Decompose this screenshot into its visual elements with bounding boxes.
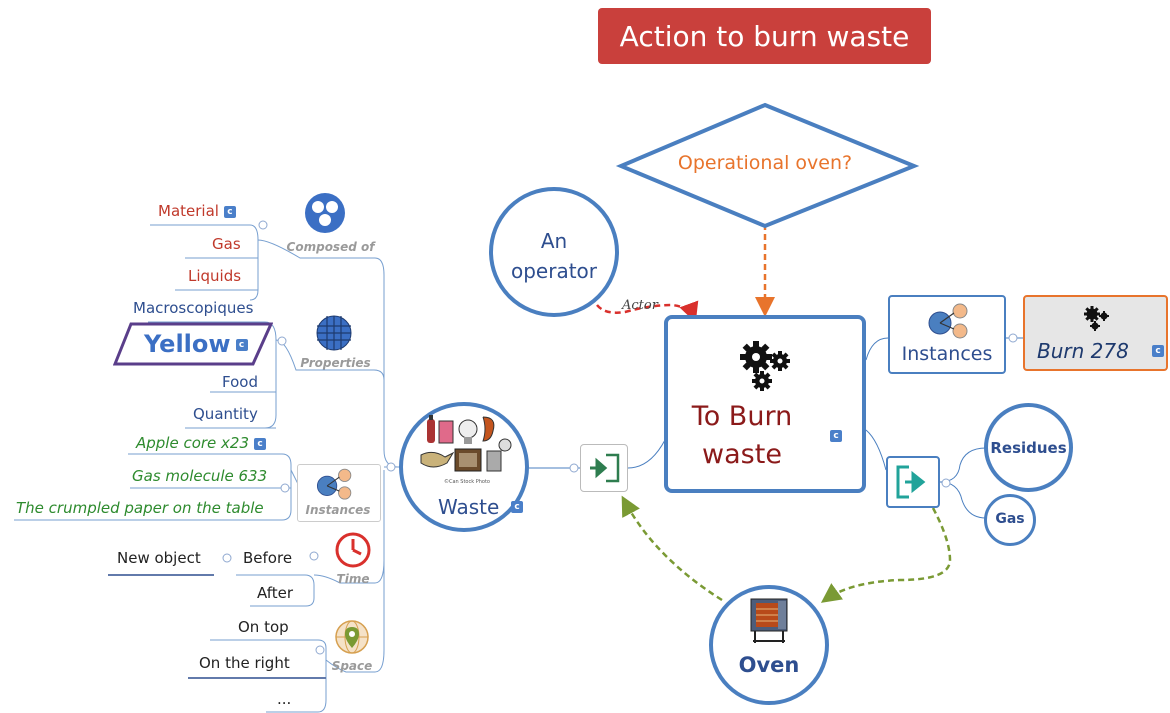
time-before[interactable]: Before [243, 549, 293, 567]
input-node[interactable] [580, 444, 628, 492]
composed-material-badge[interactable]: c [223, 205, 236, 218]
burn-instance-node[interactable]: Burn 278 c [1023, 295, 1168, 371]
time-after[interactable]: After [257, 584, 294, 602]
instances-icon [928, 303, 968, 339]
property-quantity[interactable]: Quantity [193, 405, 258, 423]
space-on-the-right[interactable]: On the right [199, 654, 290, 672]
process-node[interactable]: To Burn waste c [664, 315, 866, 493]
properties-icon [316, 315, 352, 351]
clock-icon [335, 532, 371, 568]
process-label-line1: To Burn [691, 401, 793, 432]
gears-icon [1084, 306, 1109, 331]
gears-icon [740, 341, 790, 391]
process-badge[interactable]: c [830, 430, 842, 442]
space-on-top[interactable]: On top [238, 618, 289, 636]
gas-output-label: Gas [995, 511, 1025, 527]
composed-material[interactable]: Material c [158, 202, 236, 220]
time-new-object[interactable]: New object [117, 549, 201, 567]
composed-material-label: Material [158, 202, 219, 220]
yellow-shape [113, 322, 273, 366]
decision-diamond [615, 102, 920, 229]
mindmap-branches [14, 224, 400, 713]
instance-apple-core-badge[interactable]: c [254, 437, 267, 450]
composed-gas[interactable]: Gas [212, 235, 241, 253]
waste-badge[interactable]: c [511, 501, 523, 513]
property-yellow-badge[interactable]: c [235, 339, 248, 351]
actor-arrow [596, 300, 699, 323]
operator-label-line2: operator [510, 259, 597, 283]
waste-label: Waste [438, 495, 500, 519]
output-to-oven-arrow [820, 507, 952, 603]
oven-to-input-arrow [621, 495, 723, 602]
composed-liquids[interactable]: Liquids [188, 267, 242, 285]
composed-of-icon [305, 193, 345, 233]
instance-apple-core[interactable]: Apple core x23 c [136, 434, 267, 452]
instances-label: Instances [901, 343, 993, 365]
burn-instance-label: Burn 278 [1037, 339, 1129, 363]
waste-node[interactable]: ©Can Stock Photo Waste c [399, 402, 529, 532]
output-node[interactable] [886, 456, 940, 508]
exit-icon [896, 465, 926, 499]
diagram-title: Action to burn waste [598, 8, 931, 64]
instance-gas-molecule[interactable]: Gas molecule 633 [132, 467, 268, 485]
residues-label: Residues [990, 439, 1067, 457]
globe-pin-icon [335, 620, 369, 654]
enter-icon [590, 453, 620, 483]
property-macroscopiques[interactable]: Macroscopiques [133, 299, 254, 317]
photo-credit: ©Can Stock Photo [444, 478, 490, 485]
category-instances: Instances [305, 503, 371, 517]
instances-icon [316, 468, 352, 500]
instance-crumpled-paper[interactable]: The crumpled paper on the table [16, 499, 264, 517]
category-properties[interactable]: Properties [300, 356, 371, 370]
category-time[interactable]: Time [336, 572, 370, 586]
oven-label: Oven [738, 653, 800, 677]
category-composed-of[interactable]: Composed of [286, 240, 375, 254]
oven-node[interactable]: Oven [709, 585, 829, 705]
instance-apple-core-label: Apple core x23 [136, 434, 250, 452]
actor-label: Actor [622, 298, 658, 313]
waste-items-icon: ©Can Stock Photo [420, 415, 512, 485]
oven-icon [750, 598, 788, 643]
space-more[interactable]: ... [277, 690, 292, 708]
instances-node[interactable]: Instances [888, 295, 1006, 374]
operator-label-line1: An [540, 229, 568, 253]
operator-node[interactable]: An operator [489, 187, 619, 317]
decision-label: Operational oven? [677, 152, 853, 174]
property-yellow-label: Yellow [144, 330, 231, 358]
burn-instance-badge[interactable]: c [1152, 345, 1164, 357]
residues-node[interactable]: Residues [984, 403, 1073, 492]
gas-output-node[interactable]: Gas [984, 494, 1036, 546]
category-space[interactable]: Space [331, 659, 373, 673]
property-food[interactable]: Food [222, 373, 258, 391]
process-label-line2: waste [702, 439, 782, 470]
